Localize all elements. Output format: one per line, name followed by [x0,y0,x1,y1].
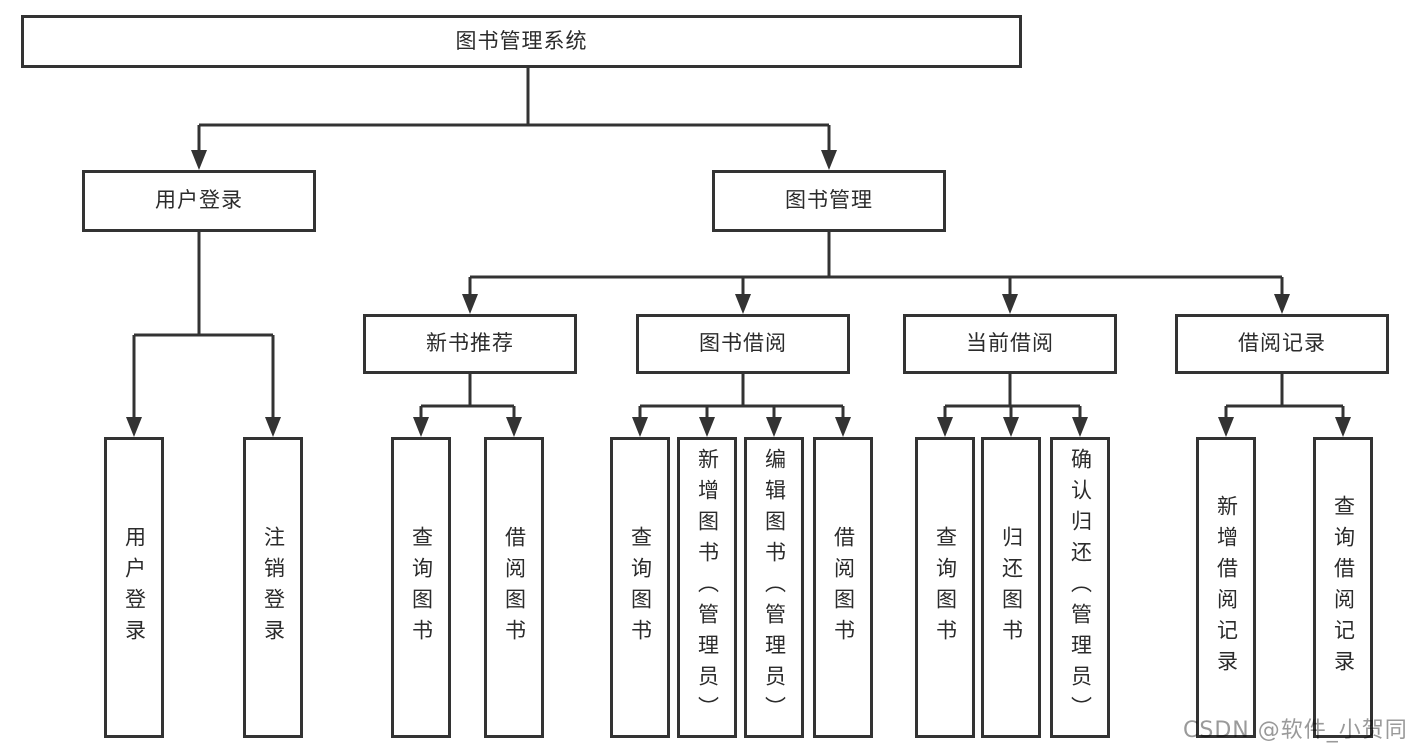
leaf-add-book-admin: 新增图书（管理员） [677,437,737,738]
leaf-add-borrow-record: 新增借阅记录 [1196,437,1256,738]
leaf-logout: 注销登录 [243,437,303,738]
leaf-edit-book-admin: 编辑图书（管理员） [744,437,804,738]
node-current-borrowing: 当前借阅 [903,314,1117,374]
leaf-recommend-borrow-books: 借阅图书 [484,437,544,738]
node-user-login: 用户登录 [82,170,316,232]
leaf-borrowing-borrow-books: 借阅图书 [813,437,873,738]
leaf-borrowing-query-books: 查询图书 [610,437,670,738]
node-book-management: 图书管理 [712,170,946,232]
leaf-return-books: 归还图书 [981,437,1041,738]
node-book-borrowing: 图书借阅 [636,314,850,374]
leaf-user-login: 用户登录 [104,437,164,738]
leaf-current-query-books: 查询图书 [915,437,975,738]
arrowheads [126,150,1351,437]
node-new-book-recommend: 新书推荐 [363,314,577,374]
leaf-confirm-return-admin: 确认归还（管理员） [1050,437,1110,738]
leaf-recommend-query-books: 查询图书 [391,437,451,738]
node-borrowing-records: 借阅记录 [1175,314,1389,374]
node-root-system: 图书管理系统 [21,15,1022,68]
csdn-watermark: CSDN @软件_小贺同学 [1183,718,1405,743]
leaf-query-borrow-record: 查询借阅记录 [1313,437,1373,738]
